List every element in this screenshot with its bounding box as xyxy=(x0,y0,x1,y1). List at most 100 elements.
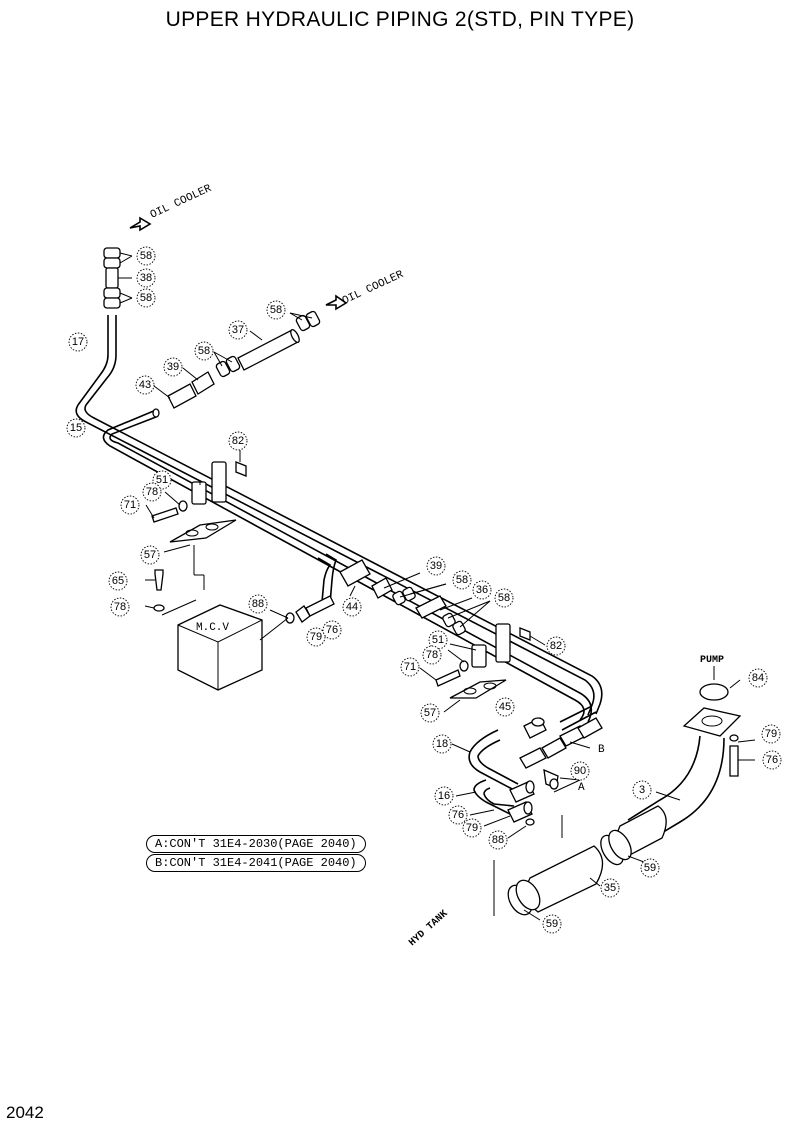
svg-text:51: 51 xyxy=(156,474,168,486)
callout-39-b: 39 xyxy=(426,556,446,576)
oil-cooler-fittings-upper xyxy=(103,216,152,309)
svg-text:36: 36 xyxy=(476,584,488,596)
svg-text:78: 78 xyxy=(146,486,158,498)
part-callouts: 58 38 58 17 15 58 37 58 39 43 82 51 78 7… xyxy=(66,246,782,934)
pipe-17 xyxy=(75,315,603,716)
svg-text:65: 65 xyxy=(112,575,124,587)
mcv-label: M.C.V xyxy=(196,622,229,634)
svg-text:59: 59 xyxy=(644,862,656,874)
callout-79-a: 79 xyxy=(306,627,326,647)
callout-57-a: 57 xyxy=(140,545,160,565)
continuation-notes: A:CON'T 31E4-2030(PAGE 2040) B:CON'T 31E… xyxy=(146,835,366,873)
svg-text:82: 82 xyxy=(550,640,562,652)
svg-text:79: 79 xyxy=(310,631,322,643)
callout-76-c: 76 xyxy=(762,750,782,770)
svg-text:3: 3 xyxy=(639,784,645,796)
svg-text:82: 82 xyxy=(232,435,244,447)
svg-text:58: 58 xyxy=(498,592,510,604)
svg-text:39: 39 xyxy=(167,361,179,373)
callout-88-a: 88 xyxy=(248,594,268,614)
svg-text:44: 44 xyxy=(346,601,358,613)
svg-text:79: 79 xyxy=(466,822,478,834)
callout-35: 35 xyxy=(600,878,620,898)
svg-text:71: 71 xyxy=(404,661,416,673)
svg-text:58: 58 xyxy=(198,345,210,357)
callout-76-a: 76 xyxy=(322,620,342,640)
svg-text:90: 90 xyxy=(574,765,586,777)
callout-79-c: 79 xyxy=(761,724,781,744)
connection-b-label: B xyxy=(598,744,605,756)
svg-text:51: 51 xyxy=(432,634,444,646)
mcv-block xyxy=(177,604,263,691)
svg-text:38: 38 xyxy=(140,272,152,284)
callout-82-b: 82 xyxy=(546,636,566,656)
svg-text:76: 76 xyxy=(326,624,338,636)
page-number: 2042 xyxy=(6,1103,44,1122)
callout-51-a: 51 xyxy=(152,470,172,490)
svg-text:71: 71 xyxy=(124,499,136,511)
callout-78-b: 78 xyxy=(110,597,130,617)
svg-text:76: 76 xyxy=(766,754,778,766)
oil-cooler-fittings-mid xyxy=(153,294,348,409)
callout-16: 16 xyxy=(434,786,454,806)
svg-text:35: 35 xyxy=(604,882,616,894)
callout-90: 90 xyxy=(570,761,590,781)
callout-58-d: 58 xyxy=(194,341,214,361)
svg-text:16: 16 xyxy=(438,790,450,802)
svg-text:79: 79 xyxy=(765,728,777,740)
svg-text:78: 78 xyxy=(426,649,438,661)
callout-45: 45 xyxy=(495,697,515,717)
callout-58-c: 58 xyxy=(266,300,286,320)
svg-text:45: 45 xyxy=(499,701,511,713)
svg-text:17: 17 xyxy=(72,336,84,348)
note-a: A:CON'T 31E4-2030(PAGE 2040) xyxy=(146,835,366,853)
clamp-assembly-left xyxy=(144,450,247,616)
callout-36: 36 xyxy=(472,580,492,600)
callout-51-b: 51 xyxy=(428,630,448,650)
page-title: UPPER HYDRAULIC PIPING 2(STD, PIN TYPE) xyxy=(165,8,635,31)
callout-58-f: 58 xyxy=(494,588,514,608)
svg-text:57: 57 xyxy=(144,549,156,561)
svg-text:78: 78 xyxy=(114,601,126,613)
svg-text:18: 18 xyxy=(436,738,448,750)
callout-78-c: 78 xyxy=(422,645,442,665)
callout-84: 84 xyxy=(748,668,768,688)
callout-58-b: 58 xyxy=(136,288,156,308)
callout-44: 44 xyxy=(342,597,362,617)
hyd-tank-label: HYD TANK xyxy=(407,909,450,949)
svg-text:88: 88 xyxy=(492,834,504,846)
svg-text:57: 57 xyxy=(424,707,436,719)
callout-71-b: 71 xyxy=(400,657,420,677)
svg-text:43: 43 xyxy=(139,379,151,391)
callout-71-a: 71 xyxy=(120,495,140,515)
svg-text:58: 58 xyxy=(270,304,282,316)
svg-text:59: 59 xyxy=(546,918,558,930)
pump-label: PUMP xyxy=(700,655,724,666)
pump-suction-assembly xyxy=(507,666,756,921)
clamp-assembly-right xyxy=(419,623,546,713)
svg-text:15: 15 xyxy=(70,422,82,434)
callout-59-b: 59 xyxy=(542,914,562,934)
callout-38: 38 xyxy=(136,268,156,288)
oil-cooler-label-1: OIL COOLER xyxy=(149,183,214,222)
callout-59-a: 59 xyxy=(640,858,660,878)
callout-58-e: 58 xyxy=(452,570,472,590)
callout-65: 65 xyxy=(108,571,128,591)
callout-82-a: 82 xyxy=(228,431,248,451)
callout-79-b: 79 xyxy=(462,818,482,838)
callout-58-a: 58 xyxy=(136,246,156,266)
pipe-44-assembly xyxy=(259,553,491,641)
svg-text:39: 39 xyxy=(430,560,442,572)
svg-text:58: 58 xyxy=(456,574,468,586)
svg-text:58: 58 xyxy=(140,250,152,262)
callout-78-a: 78 xyxy=(142,482,162,502)
svg-text:84: 84 xyxy=(752,672,764,684)
callout-39-a: 39 xyxy=(163,357,183,377)
note-b: B:CON'T 31E4-2041(PAGE 2040) xyxy=(146,854,366,872)
svg-text:58: 58 xyxy=(140,292,152,304)
callout-76-b: 76 xyxy=(448,805,468,825)
callout-37: 37 xyxy=(228,320,248,340)
svg-text:88: 88 xyxy=(252,598,264,610)
callout-3: 3 xyxy=(632,780,652,800)
